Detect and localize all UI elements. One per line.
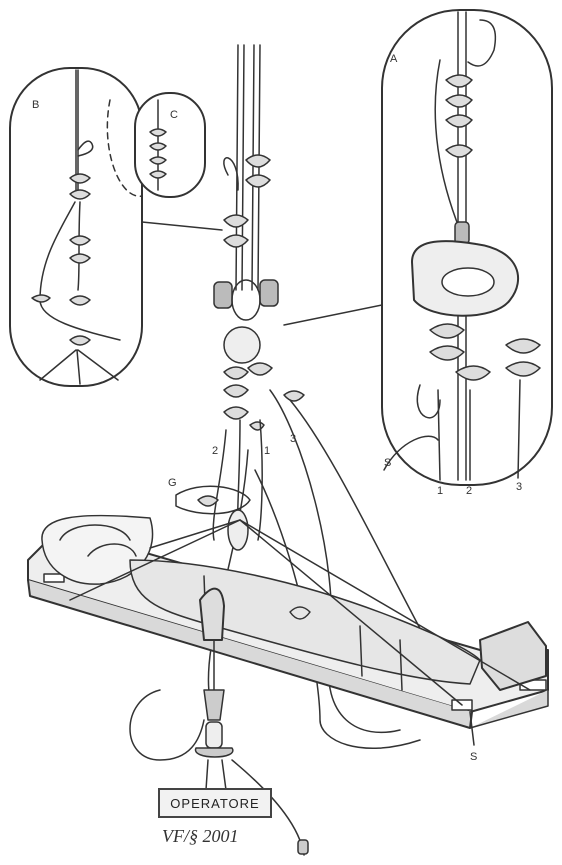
operatore-sign-text: OPERATORE (170, 796, 259, 811)
main-rope-3-label: 3 (290, 434, 296, 445)
stretcher (28, 516, 548, 728)
detail-c-label: C (170, 110, 178, 121)
author-credit: VF/§ 2001 (162, 826, 239, 847)
operatore-sign: OPERATORE (158, 788, 272, 818)
detail-a-callout (382, 10, 552, 485)
detail-b-label: B (32, 100, 39, 111)
main-rope-2-label: 2 (212, 446, 218, 457)
leader-line-a (284, 305, 382, 325)
main-s-label: S (470, 752, 477, 763)
detail-rope-3-label: 3 (516, 482, 522, 493)
detail-a-label: A (390, 54, 397, 65)
detail-rope-1-label: 1 (437, 486, 443, 497)
sling-g-label: G (168, 478, 177, 489)
main-rope-1-label: 1 (264, 446, 270, 457)
leader-line-b (142, 222, 222, 230)
detail-rope-2-label: 2 (466, 486, 472, 497)
detail-s-label: S (384, 458, 391, 469)
detail-b-callout (10, 68, 142, 386)
